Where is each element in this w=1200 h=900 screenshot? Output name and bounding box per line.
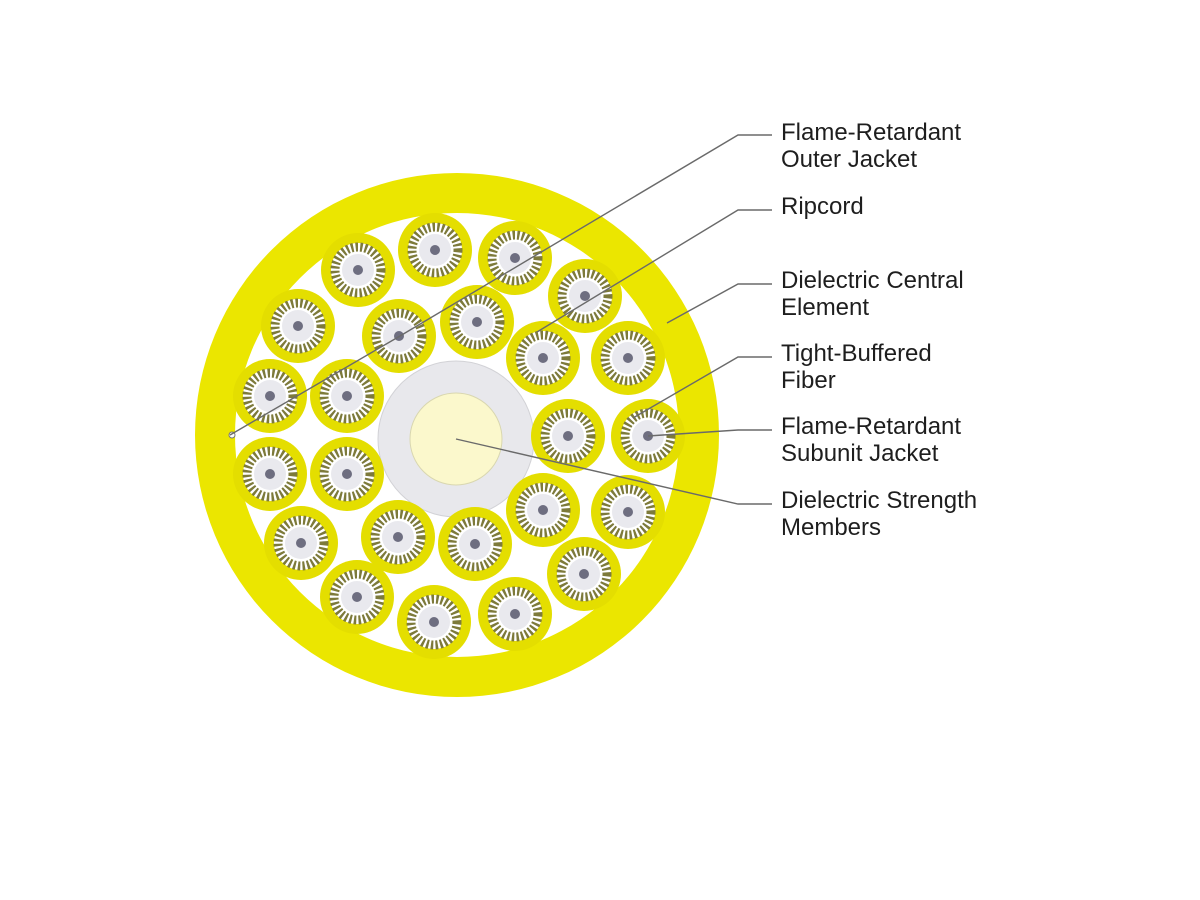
leader-lines [229, 134, 772, 505]
subunit-tight-buffered-fiber [591, 321, 665, 395]
aramid-yarn [540, 408, 596, 464]
aramid-yarn [515, 482, 571, 538]
fiber-core [265, 469, 275, 479]
subunit-tight-buffered-fiber [478, 221, 552, 295]
subunit-tight-buffered-fiber [478, 577, 552, 651]
fiber-core [510, 253, 520, 263]
label-ripcord: Ripcord [781, 193, 864, 220]
aramid-yarn [371, 308, 427, 364]
aramid-yarn [270, 298, 326, 354]
aramid-yarn [447, 516, 503, 572]
fiber-core [579, 569, 589, 579]
aramid-yarn [487, 586, 543, 642]
fiber-core [563, 431, 573, 441]
aramid-yarn [319, 446, 375, 502]
subunit-tight-buffered-fiber [531, 399, 605, 473]
subunit-tight-buffered-fiber [440, 285, 514, 359]
aramid-yarn [557, 268, 613, 324]
fiber-core [393, 532, 403, 542]
subunit-tight-buffered-fiber [591, 475, 665, 549]
fiber-core [472, 317, 482, 327]
aramid-yarn [487, 230, 543, 286]
fiber-core [429, 617, 439, 627]
subunit-tight-buffered-fiber [233, 359, 307, 433]
fiber-core [538, 505, 548, 515]
subunit-tight-buffered-fiber [321, 233, 395, 307]
fiber-core [352, 592, 362, 602]
subunit-tight-buffered-fiber [438, 507, 512, 581]
leader-outer-jacket [229, 134, 772, 436]
fiber-core [510, 609, 520, 619]
fiber-core [265, 391, 275, 401]
leader-central-element [666, 283, 772, 324]
aramid-yarn [370, 509, 426, 565]
subunit-tight-buffered-fiber [320, 560, 394, 634]
aramid-yarn [556, 546, 612, 602]
aramid-yarn [600, 330, 656, 386]
subunit-tight-buffered-fiber [264, 506, 338, 580]
aramid-yarn [407, 222, 463, 278]
subunit-tight-buffered-fiber [310, 359, 384, 433]
aramid-yarn [330, 242, 386, 298]
aramid-yarn [273, 515, 329, 571]
fiber-core [342, 391, 352, 401]
aramid-yarn [449, 294, 505, 350]
fiber-core [296, 538, 306, 548]
fiber-core [538, 353, 548, 363]
fiber-core [623, 353, 633, 363]
subunit-tight-buffered-fiber [233, 437, 307, 511]
leader-strength-members [455, 438, 772, 505]
subunit-group [233, 213, 685, 659]
subunit-tight-buffered-fiber [361, 500, 435, 574]
aramid-yarn [242, 368, 298, 424]
leader-subunit-jacket [647, 429, 772, 437]
fiber-core [430, 245, 440, 255]
aramid-yarn [242, 446, 298, 502]
subunit-tight-buffered-fiber [506, 321, 580, 395]
aramid-yarn [406, 594, 462, 650]
fiber-core [342, 469, 352, 479]
subunit-tight-buffered-fiber [310, 437, 384, 511]
aramid-yarn [600, 484, 656, 540]
aramid-yarn [515, 330, 571, 386]
subunit-tight-buffered-fiber [397, 585, 471, 659]
fiber-core [470, 539, 480, 549]
fiber-core [623, 507, 633, 517]
aramid-yarn [620, 408, 676, 464]
fiber-core [293, 321, 303, 331]
aramid-yarn [319, 368, 375, 424]
fiber-core [580, 291, 590, 301]
leader-ripcord [536, 209, 772, 333]
subunit-tight-buffered-fiber [506, 473, 580, 547]
aramid-yarn [329, 569, 385, 625]
subunit-tight-buffered-fiber [398, 213, 472, 287]
fiber-core [353, 265, 363, 275]
subunit-tight-buffered-fiber [261, 289, 335, 363]
subunit-tight-buffered-fiber [548, 259, 622, 333]
subunit-tight-buffered-fiber [547, 537, 621, 611]
leader-tight-buffered-fiber [632, 356, 772, 419]
